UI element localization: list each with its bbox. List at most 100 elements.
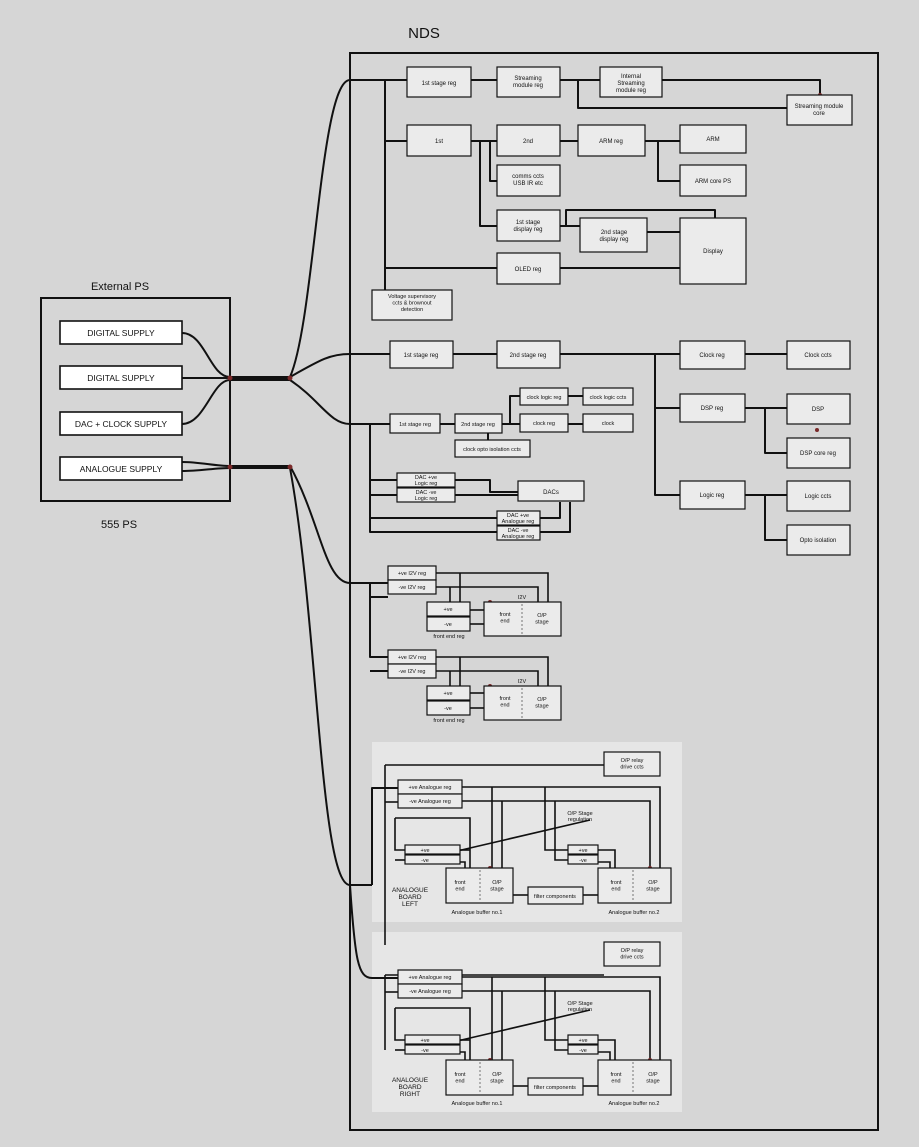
- abl-pos2-label: +ve: [578, 848, 587, 854]
- clock-reg-label: Clock reg: [699, 353, 724, 359]
- i2v2-fe-pos-label: +ve: [443, 691, 452, 697]
- i2v-section-2: +ve I2V reg -ve I2V reg +ve -ve front en…: [387, 649, 562, 724]
- supply-analogue-label: ANALOGUE SUPPLY: [80, 464, 163, 474]
- i2v2-i2v-label: I2V: [518, 679, 527, 685]
- abr-neg2-label: -ve: [579, 1048, 587, 1054]
- i2v2-fe-reg-label: front end reg: [433, 718, 464, 724]
- logic-reg-label: Logic reg: [700, 493, 725, 499]
- dc-2nd-reg-label: 2nd stage reg: [461, 422, 495, 428]
- abr-buffer2-label: Analogue buffer no.2: [609, 1101, 660, 1107]
- i2v1-fe-reg-label: front end reg: [433, 634, 464, 640]
- abl-pos1-label: +ve: [420, 848, 429, 854]
- clock-logic-reg-label: clock logic reg: [527, 395, 562, 401]
- external-ps-title: External PS: [91, 281, 149, 293]
- i2v2-fe-neg-label: -ve: [444, 706, 452, 712]
- digital-1st-label: 1st: [435, 139, 443, 145]
- logic-ccts-label: Logic ccts: [805, 494, 832, 500]
- i2v1-fe-neg-label: -ve: [444, 622, 452, 628]
- clock-opto-label: clock opto isolation ccts: [463, 447, 521, 453]
- supply-digital-1-label: DIGITAL SUPPLY: [87, 328, 155, 338]
- i2v1-neg-reg-label: -ve I2V reg: [399, 585, 426, 591]
- abr-neg1-label: -ve: [421, 1048, 429, 1054]
- abl-buffer1-label: Analogue buffer no.1: [452, 910, 503, 916]
- dc-clock-reg-label: clock reg: [533, 421, 555, 427]
- opto-isolation-label: Opto isolation: [800, 538, 837, 544]
- stream-1st-reg-label: 1st stage reg: [422, 81, 457, 87]
- abl-neg-reg-label: -ve Analogue reg: [409, 799, 451, 805]
- display-label: Display: [703, 249, 723, 255]
- abr-pos2-label: +ve: [578, 1038, 587, 1044]
- abl-neg1-label: -ve: [421, 858, 429, 864]
- digital-2nd-label: 2nd: [523, 139, 533, 145]
- dc-1st-reg-label: 1st stage reg: [399, 422, 431, 428]
- arm-label: ARM: [706, 137, 719, 143]
- i2v2-pos-reg-label: +ve I2V reg: [398, 655, 426, 661]
- clock-logic-ccts-label: clock logic ccts: [590, 395, 627, 401]
- abl-buffer2-label: Analogue buffer no.2: [609, 910, 660, 916]
- external-ps-footer: 555 PS: [101, 519, 137, 531]
- dac-clock-section: 1st stage reg 2nd stage reg clock logic …: [389, 387, 634, 541]
- abr-pos-reg-label: +ve Analogue reg: [409, 975, 452, 981]
- dacs-label: DACs: [543, 490, 559, 496]
- abr-pos1-label: +ve: [420, 1038, 429, 1044]
- clock-ccts-label: Clock ccts: [804, 353, 831, 359]
- cd-2nd-reg-label: 2nd stage reg: [510, 353, 547, 359]
- abr-filter-label: filter components: [534, 1085, 576, 1091]
- abl-pos-reg-label: +ve Analogue reg: [409, 785, 452, 791]
- supply-dac-clock-label: DAC + CLOCK SUPPLY: [75, 419, 168, 429]
- i2v2-neg-reg-label: -ve I2V reg: [399, 669, 426, 675]
- arm-core-ps-label: ARM core PS: [695, 179, 731, 185]
- nds-title: NDS: [408, 25, 440, 42]
- dsp-core-reg-label: DSP core reg: [800, 451, 836, 457]
- i2v1-pos-reg-label: +ve I2V reg: [398, 571, 426, 577]
- abl-filter-label: filter components: [534, 894, 576, 900]
- i2v1-i2v-label: I2V: [518, 595, 527, 601]
- arm-reg-label: ARM reg: [599, 139, 623, 145]
- i2v-section-1: +ve I2V reg -ve I2V reg +ve -ve front en…: [387, 565, 562, 640]
- cd-1st-reg-label: 1st stage reg: [404, 353, 439, 359]
- abr-buffer1-label: Analogue buffer no.1: [452, 1101, 503, 1107]
- abl-neg2-label: -ve: [579, 858, 587, 864]
- dsp-label: DSP: [812, 407, 824, 413]
- clock-dsp-section: 1st stage reg 2nd stage reg Clock reg Cl…: [389, 340, 851, 556]
- oled-reg-label: OLED reg: [515, 267, 542, 273]
- dc-clock-label: clock: [602, 421, 615, 427]
- dsp-reg-label: DSP reg: [701, 406, 724, 412]
- i2v1-fe-pos-label: +ve: [443, 607, 452, 613]
- external-supplies: DIGITAL SUPPLY DIGITAL SUPPLY DAC + CLOC…: [59, 320, 183, 481]
- abr-neg-reg-label: -ve Analogue reg: [409, 989, 451, 995]
